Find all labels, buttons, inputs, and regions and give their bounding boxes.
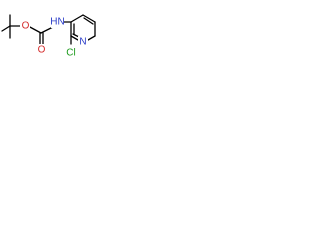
ester-oxygen-label: O: [22, 21, 30, 32]
bond-methyl-left: [1, 25, 11, 32]
bonds: [1, 14, 96, 45]
bond-ester-oxygen-to-carbonyl: [27, 25, 42, 34]
chemical-structure: O O HN N Cl: [1, 14, 96, 59]
carbonyl-oxygen-label: O: [38, 45, 46, 56]
chlorine-label: Cl: [66, 48, 75, 59]
bond-ring-n-c2: [70, 35, 79, 41]
bond-ring-c3-c4: [70, 14, 84, 23]
ester-oxygen-atom: O: [20, 19, 30, 32]
atom-labels: O O HN N Cl: [20, 16, 88, 59]
bond-ring-c6-n: [87, 35, 96, 41]
bond-ring-c4-c5-inner: [83, 17, 94, 25]
amide-nitrogen-atom: HN: [50, 16, 65, 28]
bond-ring-c4-c5: [82, 14, 96, 23]
carbonyl-oxygen-atom: O: [36, 44, 47, 56]
chlorine-atom: Cl: [64, 46, 78, 59]
ring-nitrogen-label: N: [79, 37, 86, 48]
ring-nitrogen-atom: N: [78, 36, 88, 48]
amide-nitrogen-label: HN: [50, 17, 64, 28]
